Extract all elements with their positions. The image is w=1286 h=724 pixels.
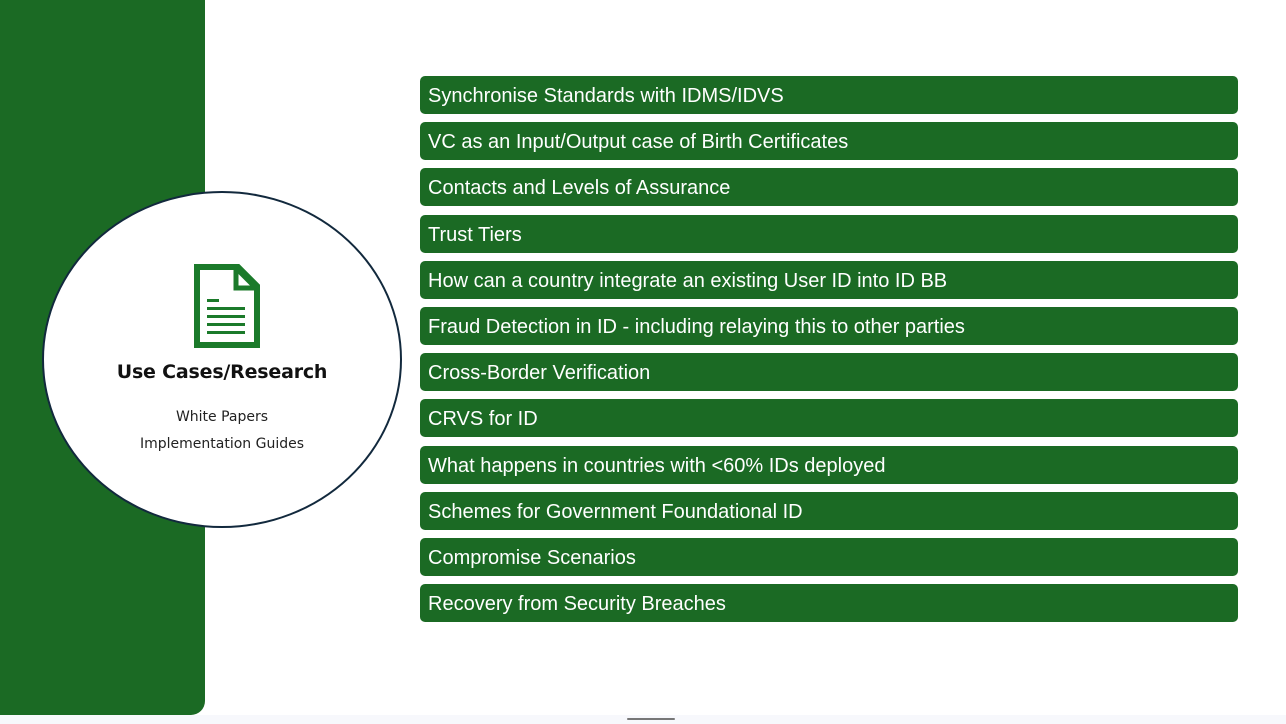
card-subtitle-implementation-guides: Implementation Guides: [139, 436, 305, 452]
topic-item[interactable]: Synchronise Standards with IDMS/IDVS: [420, 76, 1238, 114]
topic-item[interactable]: What happens in countries with <60% IDs …: [420, 445, 1238, 484]
card-title: Use Cases/Research: [116, 361, 328, 383]
topic-item[interactable]: Fraud Detection in ID - including relayi…: [420, 306, 1238, 345]
drag-handle[interactable]: [627, 718, 675, 720]
use-cases-card: Use Cases/Research White Papers Implemen…: [42, 191, 402, 528]
topic-item[interactable]: How can a country integrate an existing …: [420, 260, 1238, 299]
bottom-bar: [0, 715, 1286, 724]
topic-item[interactable]: Compromise Scenarios: [420, 537, 1238, 576]
document-icon: [194, 264, 260, 348]
topic-item[interactable]: Schemes for Government Foundational ID: [420, 491, 1238, 530]
topic-item[interactable]: Contacts and Levels of Assurance: [420, 168, 1238, 207]
topic-item[interactable]: VC as an Input/Output case of Birth Cert…: [420, 122, 1238, 161]
topic-item[interactable]: CRVS for ID: [420, 399, 1238, 438]
topic-item[interactable]: Cross-Border Verification: [420, 353, 1238, 392]
topics-list: Synchronise Standards with IDMS/IDVS VC …: [420, 76, 1238, 630]
card-subtitle-white-papers: White Papers: [175, 409, 269, 425]
topic-item[interactable]: Trust Tiers: [420, 214, 1238, 253]
topic-item[interactable]: Recovery from Security Breaches: [420, 584, 1238, 623]
